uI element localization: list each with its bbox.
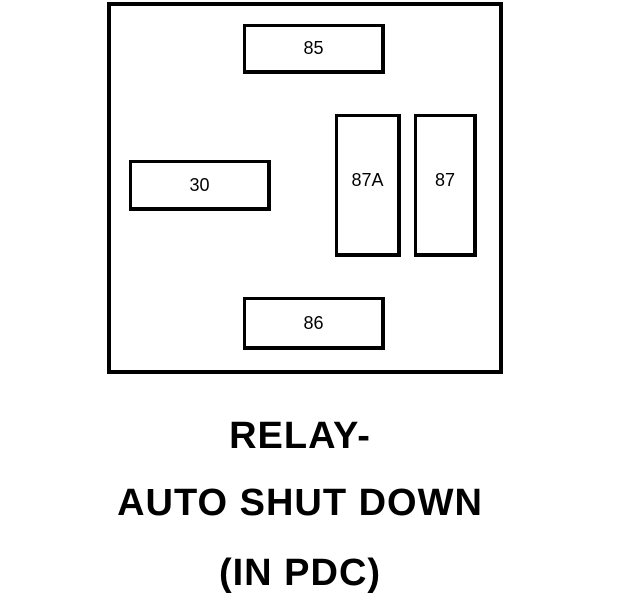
caption-line-3: (IN PDC) — [218, 552, 382, 594]
terminal-87a: 87A — [335, 114, 401, 257]
terminal-87a-label: 87A — [351, 169, 384, 190]
terminal-86: 86 — [243, 297, 385, 350]
terminal-30-label: 30 — [189, 174, 210, 195]
terminal-86-label: 86 — [303, 312, 324, 333]
terminal-85: 85 — [243, 24, 385, 74]
terminal-87: 87 — [414, 114, 477, 257]
terminal-87-label: 87 — [434, 169, 456, 190]
caption-line-2: AUTO SHUT DOWN — [117, 482, 483, 524]
relay-body-outline — [107, 2, 503, 374]
terminal-85-label: 85 — [303, 38, 324, 58]
terminal-30: 30 — [129, 160, 271, 211]
caption-line-1: RELAY- — [229, 415, 371, 457]
